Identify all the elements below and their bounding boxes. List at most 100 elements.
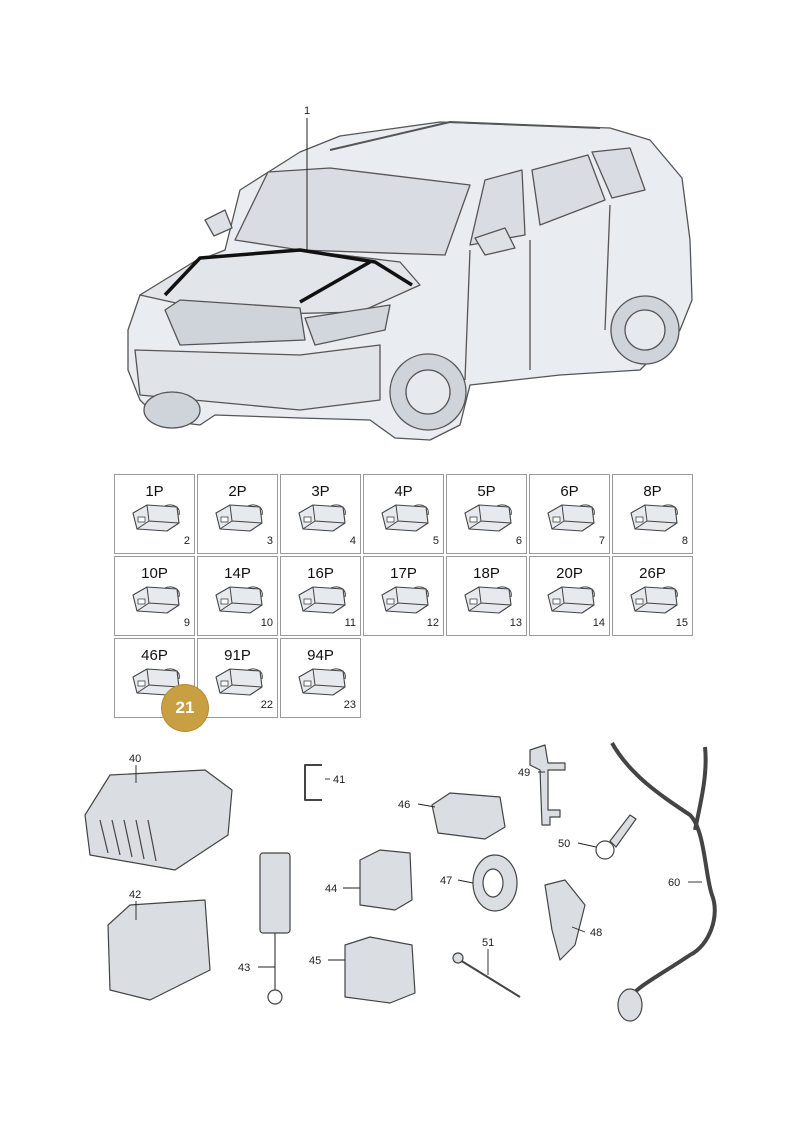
door-lines bbox=[464, 204, 611, 381]
connector-cell[interactable]: 5P 6 bbox=[446, 474, 527, 554]
connector-part-number: 22 bbox=[260, 699, 273, 711]
connector-cell[interactable]: 6P 7 bbox=[529, 474, 610, 554]
connector-label: 6P bbox=[560, 483, 579, 500]
connector-label: 94P bbox=[307, 647, 334, 664]
connector-cell[interactable]: 17P 12 bbox=[363, 556, 444, 636]
connector-cell[interactable]: 94P 23 bbox=[280, 638, 361, 718]
callout-badge[interactable]: 21 bbox=[162, 685, 208, 731]
connector-label: 10P bbox=[141, 565, 168, 582]
grille bbox=[164, 299, 306, 346]
connector-icon bbox=[212, 665, 266, 704]
connector-icon bbox=[295, 665, 349, 704]
bracket bbox=[544, 879, 586, 961]
connector-label: 5P bbox=[477, 483, 496, 500]
connector-label: 14P bbox=[224, 565, 251, 582]
callout-1-label: 1 bbox=[304, 105, 310, 117]
connector-label: 91P bbox=[224, 647, 251, 664]
connector-icon bbox=[129, 665, 183, 704]
connector-cell[interactable]: 91P 22 bbox=[197, 638, 278, 718]
connector-label: 16P bbox=[307, 565, 334, 582]
headlight bbox=[304, 304, 391, 346]
connector-label: 17P bbox=[390, 565, 417, 582]
connector-part-number: 15 bbox=[675, 617, 688, 629]
ring-terminal bbox=[595, 840, 615, 860]
ground-strap-eyelet bbox=[267, 989, 283, 1005]
clip bbox=[304, 764, 322, 801]
connector-part-number: 5 bbox=[432, 535, 439, 547]
part-label-45: 45 bbox=[309, 955, 321, 967]
fuse-box bbox=[84, 769, 233, 871]
connector-cell[interactable]: 4P 5 bbox=[363, 474, 444, 554]
connector-part-number: 2 bbox=[183, 535, 190, 547]
connector-icon bbox=[461, 501, 515, 540]
ground-strap-block bbox=[259, 852, 291, 934]
cable-harness-branch bbox=[693, 746, 708, 831]
ring-terminal-tab bbox=[609, 814, 637, 848]
connector-part-number: 12 bbox=[426, 617, 439, 629]
relay-holder bbox=[359, 849, 413, 911]
connector-part-number: 11 bbox=[344, 617, 356, 629]
cable-harness bbox=[610, 742, 717, 999]
connector-icon bbox=[129, 501, 183, 540]
connector-part-number: 9 bbox=[183, 617, 190, 629]
connector-part-number: 4 bbox=[349, 535, 356, 547]
connector-part-number: 23 bbox=[343, 699, 356, 711]
connector-part-number: 10 bbox=[260, 617, 273, 629]
connector-label: 26P bbox=[639, 565, 666, 582]
front-wheel-rim bbox=[405, 369, 451, 415]
connector-cell[interactable]: 8P 8 bbox=[612, 474, 693, 554]
part-label-41: 41 bbox=[333, 774, 345, 786]
connector-icon bbox=[212, 501, 266, 540]
relay-base bbox=[344, 936, 416, 1004]
part-label-40: 40 bbox=[129, 753, 141, 765]
part-label-60: 60 bbox=[668, 877, 680, 889]
windshield bbox=[234, 167, 471, 256]
connector-cell[interactable]: 10P 9 bbox=[114, 556, 195, 636]
connector-icon bbox=[544, 501, 598, 540]
connector-part-number: 8 bbox=[681, 535, 688, 547]
parts-illustration: 40 41 42 43 44 45 46 47 48 49 50 51 60 bbox=[84, 742, 717, 1022]
front-bumper bbox=[134, 344, 381, 411]
side-mirror bbox=[204, 209, 233, 237]
right-mirror bbox=[474, 227, 516, 256]
connector-cell[interactable]: 26P 15 bbox=[612, 556, 693, 636]
connector-icon bbox=[544, 583, 598, 622]
connector-part-number: 7 bbox=[598, 535, 605, 547]
left-front-wheel bbox=[143, 391, 201, 429]
connector-cell[interactable]: 16P 11 bbox=[280, 556, 361, 636]
roof-rail bbox=[329, 121, 601, 151]
connector-cell[interactable]: 2P 3 bbox=[197, 474, 278, 554]
connector-icon bbox=[627, 501, 681, 540]
rear-wheel-rim bbox=[624, 309, 666, 351]
connector-icon bbox=[295, 583, 349, 622]
connector-label: 2P bbox=[228, 483, 247, 500]
part-label-47: 47 bbox=[440, 875, 452, 887]
connector-part-number: 6 bbox=[515, 535, 522, 547]
car-illustration: 1 bbox=[127, 105, 693, 441]
pin-head bbox=[452, 952, 464, 964]
connector-part-number: 13 bbox=[509, 617, 522, 629]
connector-icon bbox=[378, 501, 432, 540]
connector-part-number: 3 bbox=[266, 535, 273, 547]
part-label-43: 43 bbox=[238, 962, 250, 974]
connector-icon bbox=[378, 583, 432, 622]
connector-icon bbox=[129, 583, 183, 622]
grommet-inner bbox=[482, 868, 504, 898]
cable-harness-end bbox=[617, 988, 643, 1022]
quarter-window bbox=[591, 147, 646, 199]
fuse-box-cover bbox=[107, 899, 211, 1001]
connector-label: 4P bbox=[394, 483, 413, 500]
connector-label: 8P bbox=[643, 483, 662, 500]
connector-housing bbox=[431, 792, 506, 840]
connector-label: 20P bbox=[556, 565, 583, 582]
part-label-51: 51 bbox=[482, 937, 494, 949]
pin bbox=[459, 959, 521, 998]
connector-icon bbox=[461, 583, 515, 622]
connector-cell[interactable]: 14P 10 bbox=[197, 556, 278, 636]
fuse-box-fins bbox=[99, 819, 157, 862]
part-label-49: 49 bbox=[518, 767, 530, 779]
